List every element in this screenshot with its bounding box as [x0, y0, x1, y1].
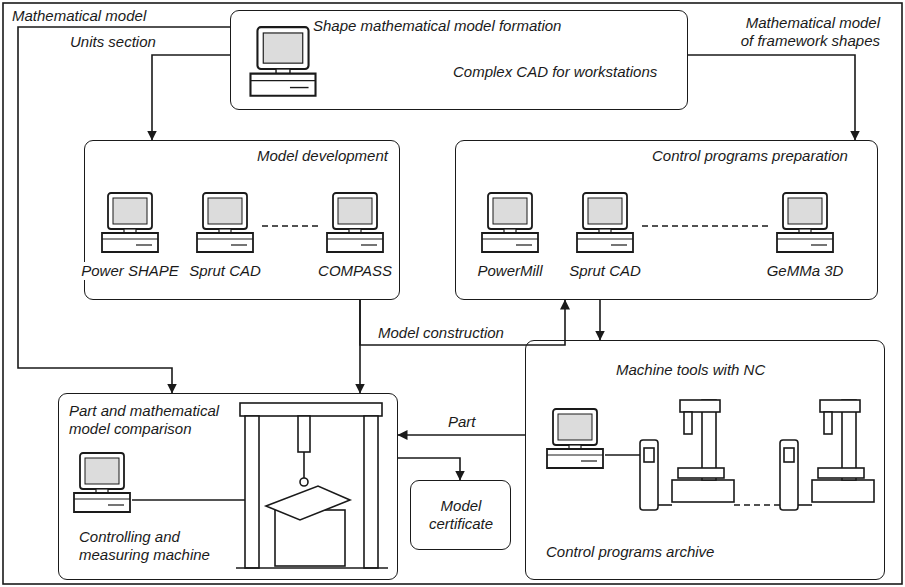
nc-machine-tools-part: [644, 448, 654, 462]
box-heading: Part and mathematical model comparison: [69, 402, 244, 438]
measuring-machine-part: [275, 510, 345, 566]
flow-label: Mathematical model: [10, 7, 148, 25]
box-heading: Model development: [257, 147, 388, 165]
flow-arrow: [599, 300, 601, 340]
box-caption: Controlling and measuring machine: [79, 528, 221, 564]
process-box: Machine tools with NC Control programs ar…: [525, 340, 885, 580]
model-computers-part: [327, 193, 383, 252]
outer-frame: [3, 3, 902, 584]
nc-machine-tools-part: [658, 504, 672, 506]
software-name: Power SHAPE: [79, 262, 181, 280]
box-heading: Machine tools with NC: [616, 361, 765, 379]
measuring-machine-part: [300, 478, 308, 486]
nc-machine-tools: [547, 400, 874, 510]
measuring-machine-part: [364, 416, 378, 568]
box-heading: Shape mathematical model formation: [313, 17, 561, 35]
flow-label: Part: [446, 413, 478, 431]
workstation-computer: [250, 27, 315, 96]
software-name: PowerMill: [475, 262, 544, 280]
program-computers-part: [577, 193, 633, 252]
nc-machine-tools-part: [678, 468, 724, 478]
software-name: COMPASS: [316, 262, 394, 280]
software-name: Sprut CAD: [567, 262, 643, 280]
model-computers-part: [262, 225, 320, 226]
nc-machine-tools-part: [780, 440, 798, 510]
nc-machine-tools-part: [818, 468, 864, 478]
nc-machine-tools-part: [812, 480, 874, 502]
flow-label: Model construction: [376, 324, 506, 342]
flow-arrow: [360, 300, 565, 345]
program-computers-part: [482, 193, 538, 252]
flow-label: Mathematical model of framework shapes: [733, 14, 882, 50]
nc-machine-tools-part: [824, 412, 832, 434]
flow-arrow: [18, 27, 230, 393]
flow-arrow: [398, 434, 525, 436]
software-name: GeMMa 3D: [765, 262, 846, 280]
flow-arrow: [398, 458, 460, 480]
nc-machine-tools-part: [684, 412, 692, 434]
nc-machine-tools-part: [672, 480, 734, 502]
nc-machine-tools-part: [798, 504, 812, 506]
model-computers-part: [102, 193, 158, 252]
measuring-machine-part: [236, 567, 388, 569]
nc-machine-tools-part: [784, 448, 794, 462]
output-box: Model certificate: [410, 480, 511, 550]
nc-machine-tools-part: [680, 400, 720, 412]
program-computers-part: [777, 193, 833, 252]
flow-arrow: [152, 55, 230, 140]
model-computers-part: [197, 193, 253, 252]
program-computers: [482, 193, 833, 252]
flow-label: Units section: [68, 33, 158, 51]
box-heading: Model certificate: [419, 497, 503, 533]
nc-machine-tools-part: [547, 409, 603, 468]
measuring-machine-part: [132, 499, 245, 501]
workstation-computer-part: [250, 27, 315, 96]
box-caption: Complex CAD for workstations: [453, 63, 657, 81]
process-box: Part and mathematical model comparisonCo…: [58, 393, 398, 580]
box-caption: Control programs archive: [546, 543, 714, 561]
measuring-machine-part: [298, 416, 310, 452]
measuring-machine-part: [74, 453, 130, 512]
measuring-machine-part: [240, 403, 382, 416]
box-heading: Control programs preparation: [652, 147, 848, 165]
flow-arrow: [688, 55, 855, 140]
measuring-machine-part: [303, 452, 305, 478]
nc-machine-tools-part: [640, 440, 658, 510]
nc-machine-tools-part: [605, 454, 640, 456]
measuring-machine-part: [245, 416, 259, 568]
nc-machine-tools-part: [820, 400, 860, 412]
program-computers-part: [642, 225, 770, 226]
measuring-machine-part: [266, 486, 350, 520]
software-name: Sprut CAD: [187, 262, 263, 280]
cad-box: Shape mathematical model formationComple…: [230, 10, 688, 110]
nc-machine-tools-part: [734, 504, 780, 506]
model-computers: [102, 193, 383, 252]
